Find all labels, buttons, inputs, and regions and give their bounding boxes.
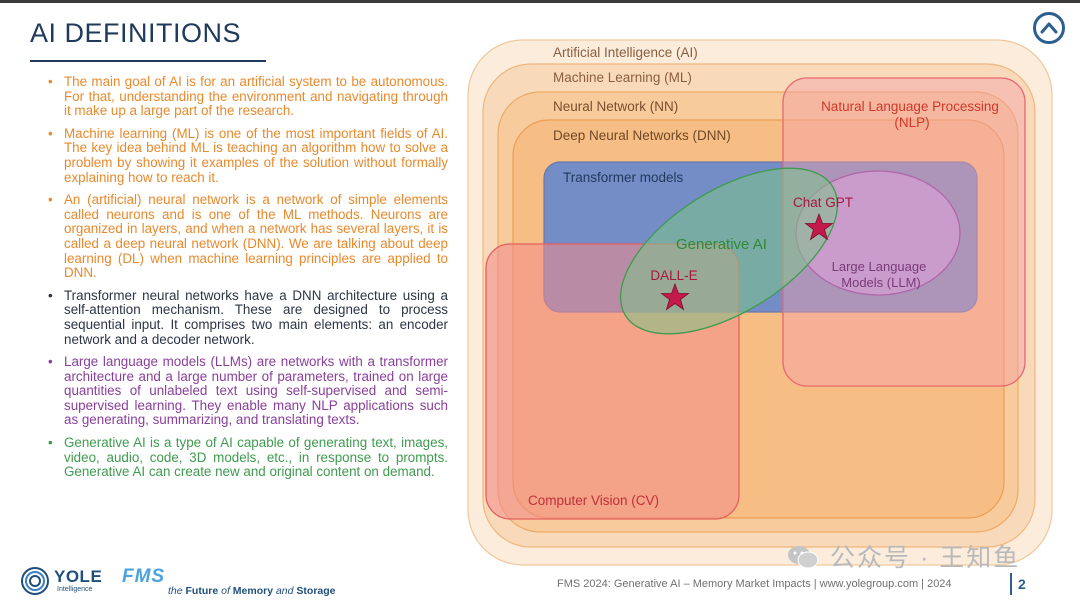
label-chatgpt: Chat GPT — [793, 195, 853, 210]
bullet-nn: •An (artificial) neural network is a net… — [48, 192, 448, 281]
label-llm-line2: Models (LLM) — [841, 275, 920, 290]
label-nn: Neural Network (NN) — [553, 99, 678, 114]
label-nlp-line2: (NLP) — [894, 115, 929, 130]
label-ml: Machine Learning (ML) — [553, 70, 692, 85]
footer-divider — [1010, 573, 1012, 595]
bullet-ml: •Machine learning (ML) is one of the mos… — [48, 125, 448, 185]
fms-logo: FMS — [122, 566, 166, 587]
star-icon — [804, 212, 834, 241]
yole-logo-icon — [21, 567, 49, 595]
star-icon — [660, 282, 690, 311]
footer-text: FMS 2024: Generative AI – Memory Market … — [557, 578, 952, 590]
definition-list: •The main goal of AI is for an artificia… — [46, 74, 448, 488]
label-nlp-line1: Natural Language Processing — [821, 99, 999, 114]
bullet-transformer: •Transformer neural networks have a DNN … — [48, 287, 448, 347]
page-title: AI DEFINITIONS — [30, 18, 242, 48]
label-transformer: Transformer models — [563, 170, 684, 185]
bullet-nn-text: An (artificial) neural network is a netw… — [64, 192, 448, 281]
bullet-llm-text: Large language models (LLMs) are network… — [64, 354, 448, 428]
fms-tagline-part1: the — [168, 585, 186, 597]
label-dalle: DALL-E — [650, 268, 697, 283]
label-llm-line1: Large Language — [832, 259, 927, 274]
fms-tagline-part3: of — [218, 585, 233, 597]
wechat-icon — [788, 546, 819, 569]
watermark-text: 公众号 · 王知鱼 — [830, 544, 1021, 572]
chevron-up-icon — [1040, 22, 1058, 34]
yole-logo-subtitle: Intelligence — [57, 586, 93, 593]
bullet-genai-text: Generative AI is a type of AI capable of… — [64, 435, 448, 480]
fms-tagline-part4: Memory — [232, 585, 274, 597]
bullet-transformer-text: Transformer neural networks have a DNN a… — [64, 287, 448, 347]
bullet-genai: •Generative AI is a type of AI capable o… — [48, 435, 448, 480]
label-dnn: Deep Neural Networks (DNN) — [553, 128, 731, 143]
fms-tagline-part6: Storage — [296, 585, 336, 597]
bullet-llm: •Large language models (LLMs) are networ… — [48, 354, 448, 428]
fms-tagline: the Future of Memory and Storage — [168, 585, 336, 597]
fms-tagline-part5: and — [273, 585, 297, 597]
page-number: 2 — [1018, 576, 1026, 592]
fms-tagline-part2: Future — [185, 585, 219, 597]
label-genai: Generative AI — [676, 236, 767, 253]
label-cv: Computer Vision (CV) — [528, 493, 659, 508]
bullet-ai-text: The main goal of AI is for an artificial… — [64, 74, 448, 119]
top-border — [0, 0, 1080, 3]
yole-logo-text: YOLE — [54, 567, 103, 586]
label-ai: Artificial Intelligence (AI) — [553, 45, 698, 60]
scroll-up-button[interactable] — [1033, 12, 1065, 44]
bullet-ml-text: Machine learning (ML) is one of the most… — [64, 125, 448, 185]
bullet-ai: •The main goal of AI is for an artificia… — [48, 74, 448, 119]
title-underline — [30, 60, 266, 62]
